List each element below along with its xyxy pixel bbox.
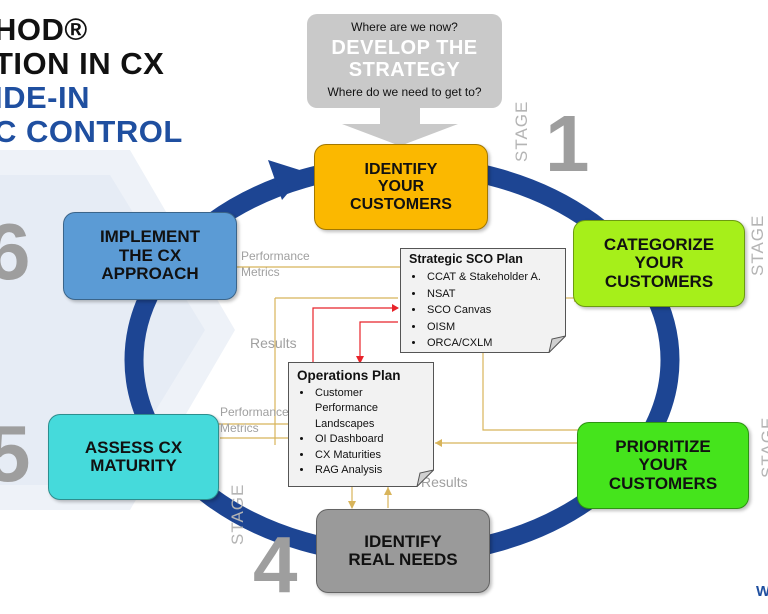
results-label-left: Results — [250, 335, 297, 351]
title-line-2: TION IN CX — [0, 46, 165, 81]
stage-1-number: 1 — [545, 99, 590, 188]
strategy-question-bottom: Where do we need to get to? — [327, 84, 482, 99]
ops-plan-list: Customer Performance Landscapes OI Dashb… — [297, 386, 428, 478]
note-paper-shape — [400, 248, 566, 353]
stage-2-word: STAGE — [748, 214, 767, 276]
operations-plan-note: Operations Plan Customer Performance Lan… — [288, 362, 434, 487]
strategy-heading: DEVELOP THE STRATEGY — [331, 37, 478, 82]
strategy-box: Where are we now? DEVELOP THE STRATEGY W… — [307, 14, 502, 108]
prioritize-customers-label: PRIORITIZE YOUR CUSTOMERS — [608, 436, 718, 493]
sco-plan-item: SCO Canvas — [425, 302, 560, 319]
ops-plan-item: Customer Performance Landscapes — [313, 386, 428, 432]
ops-plan-item: OI Dashboard — [313, 432, 428, 447]
assess-cx-maturity-box[interactable]: ASSESS CX MATURITY — [48, 414, 219, 500]
gold-connectors — [218, 266, 580, 508]
title-line-4: C CONTROL — [0, 114, 183, 149]
implement-cx-approach-label: IMPLEMENT THE CX APPROACH — [99, 227, 201, 284]
ops-plan-item: RAG Analysis — [313, 463, 428, 478]
strategy-down-arrow — [342, 108, 458, 146]
categorize-customers-box[interactable]: CATEGORIZE YOUR CUSTOMERS — [573, 220, 745, 307]
corner-text-fragment: W — [756, 583, 768, 600]
stage-4-number: 4 — [253, 520, 298, 609]
sco-plan-list: CCAT & Stakeholder A. NSAT SCO Canvas OI… — [409, 269, 560, 352]
red-arrowheads — [356, 304, 399, 364]
stage-5-number: 5 — [0, 409, 31, 498]
performance-metrics-label-top: Performance Metrics — [241, 249, 310, 280]
stage-4-word: STAGE — [228, 483, 247, 545]
stage-1-word: STAGE — [512, 100, 531, 162]
results-label-bottom: Results — [421, 474, 468, 490]
identify-customers-box[interactable]: IDENTIFY YOUR CUSTOMERS — [314, 144, 488, 230]
stage-6-number: 6 — [0, 207, 31, 296]
sco-plan-item: ORCA/CXLM — [425, 335, 560, 352]
red-connectors — [312, 307, 398, 362]
sco-plan-item: OISM — [425, 319, 560, 336]
performance-metrics-label-bottom: Performance Metrics — [220, 405, 289, 436]
assess-cx-maturity-label: ASSESS CX MATURITY — [84, 437, 183, 475]
strategic-sco-plan-note: Strategic SCO Plan CCAT & Stakeholder A.… — [400, 248, 566, 353]
ops-plan-title: Operations Plan — [297, 368, 401, 383]
sco-plan-title: Strategic SCO Plan — [409, 252, 523, 266]
title-line-3: IDE-IN — [0, 80, 90, 115]
sco-plan-item: CCAT & Stakeholder A. — [425, 269, 560, 286]
title-line-1: HOD® — [0, 12, 88, 47]
cycle-ring-arrowhead — [268, 160, 306, 200]
categorize-customers-label: CATEGORIZE YOUR CUSTOMERS — [603, 234, 715, 291]
strategy-question-top: Where are we now? — [351, 20, 458, 34]
identify-real-needs-label: IDENTIFY REAL NEEDS — [348, 531, 458, 569]
identify-real-needs-box[interactable]: IDENTIFY REAL NEEDS — [316, 509, 490, 593]
ops-plan-item: CX Maturities — [313, 448, 428, 463]
implement-cx-approach-box[interactable]: IMPLEMENT THE CX APPROACH — [63, 212, 237, 300]
identify-customers-label: IDENTIFY YOUR CUSTOMERS — [350, 161, 452, 213]
prioritize-customers-box[interactable]: PRIORITIZE YOUR CUSTOMERS — [577, 422, 749, 509]
stage-3-word: STAGE — [758, 416, 768, 478]
sco-plan-item: NSAT — [425, 286, 560, 303]
note-paper-shape — [288, 362, 434, 487]
